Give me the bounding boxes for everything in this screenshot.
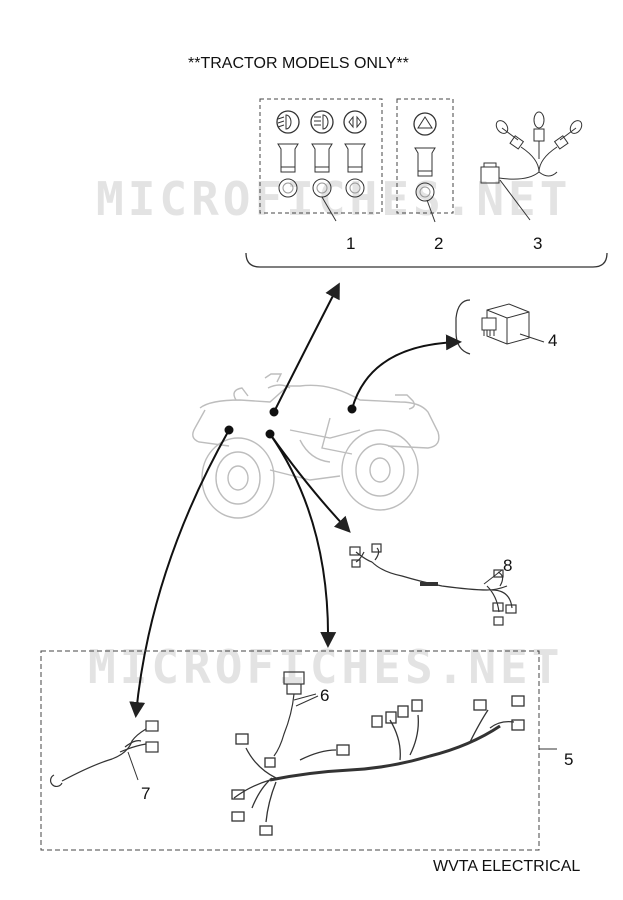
relay-bracket (455, 299, 471, 355)
bulb-harness (480, 111, 583, 184)
atv-vehicle (192, 373, 440, 519)
relay (481, 303, 530, 345)
callout-5: 5 (564, 750, 574, 769)
warning-kit-box (396, 98, 454, 214)
callout-2: 2 (434, 234, 444, 253)
headlight-low-icon (276, 110, 300, 134)
callout-6: 6 (320, 686, 330, 705)
harness-8 (349, 543, 517, 626)
bulb-holder-1 (277, 143, 299, 198)
watermark-top: MICROFICHES.NET (96, 172, 572, 226)
callout-leaders (295, 179, 545, 707)
indicator-icon (343, 110, 367, 134)
bulb-kit-box (259, 98, 383, 214)
callout-4: 4 (548, 331, 558, 350)
harness-6 (273, 671, 317, 757)
warning-triangle-icon (413, 112, 437, 136)
callout-8: 8 (503, 556, 513, 575)
callout-1: 1 (346, 234, 356, 253)
harness-5 (231, 695, 525, 836)
leader-arrows (129, 282, 462, 718)
headlight-high-icon (310, 110, 334, 134)
footer-caption: WVTA ELECTRICAL (433, 858, 581, 875)
watermark-bottom: MICROFICHES.NET (88, 640, 564, 694)
callout-3: 3 (533, 234, 543, 253)
bulb-holder-4 (414, 147, 436, 202)
bulb-holder-2 (311, 143, 333, 198)
title-tractor-models: **TRACTOR MODELS ONLY** (188, 55, 409, 72)
harness-7 (50, 720, 159, 787)
bulb-holder-3 (344, 143, 366, 198)
main-harness-box (40, 650, 540, 851)
callout-7: 7 (141, 784, 151, 803)
tractor-models-brace (245, 252, 608, 268)
